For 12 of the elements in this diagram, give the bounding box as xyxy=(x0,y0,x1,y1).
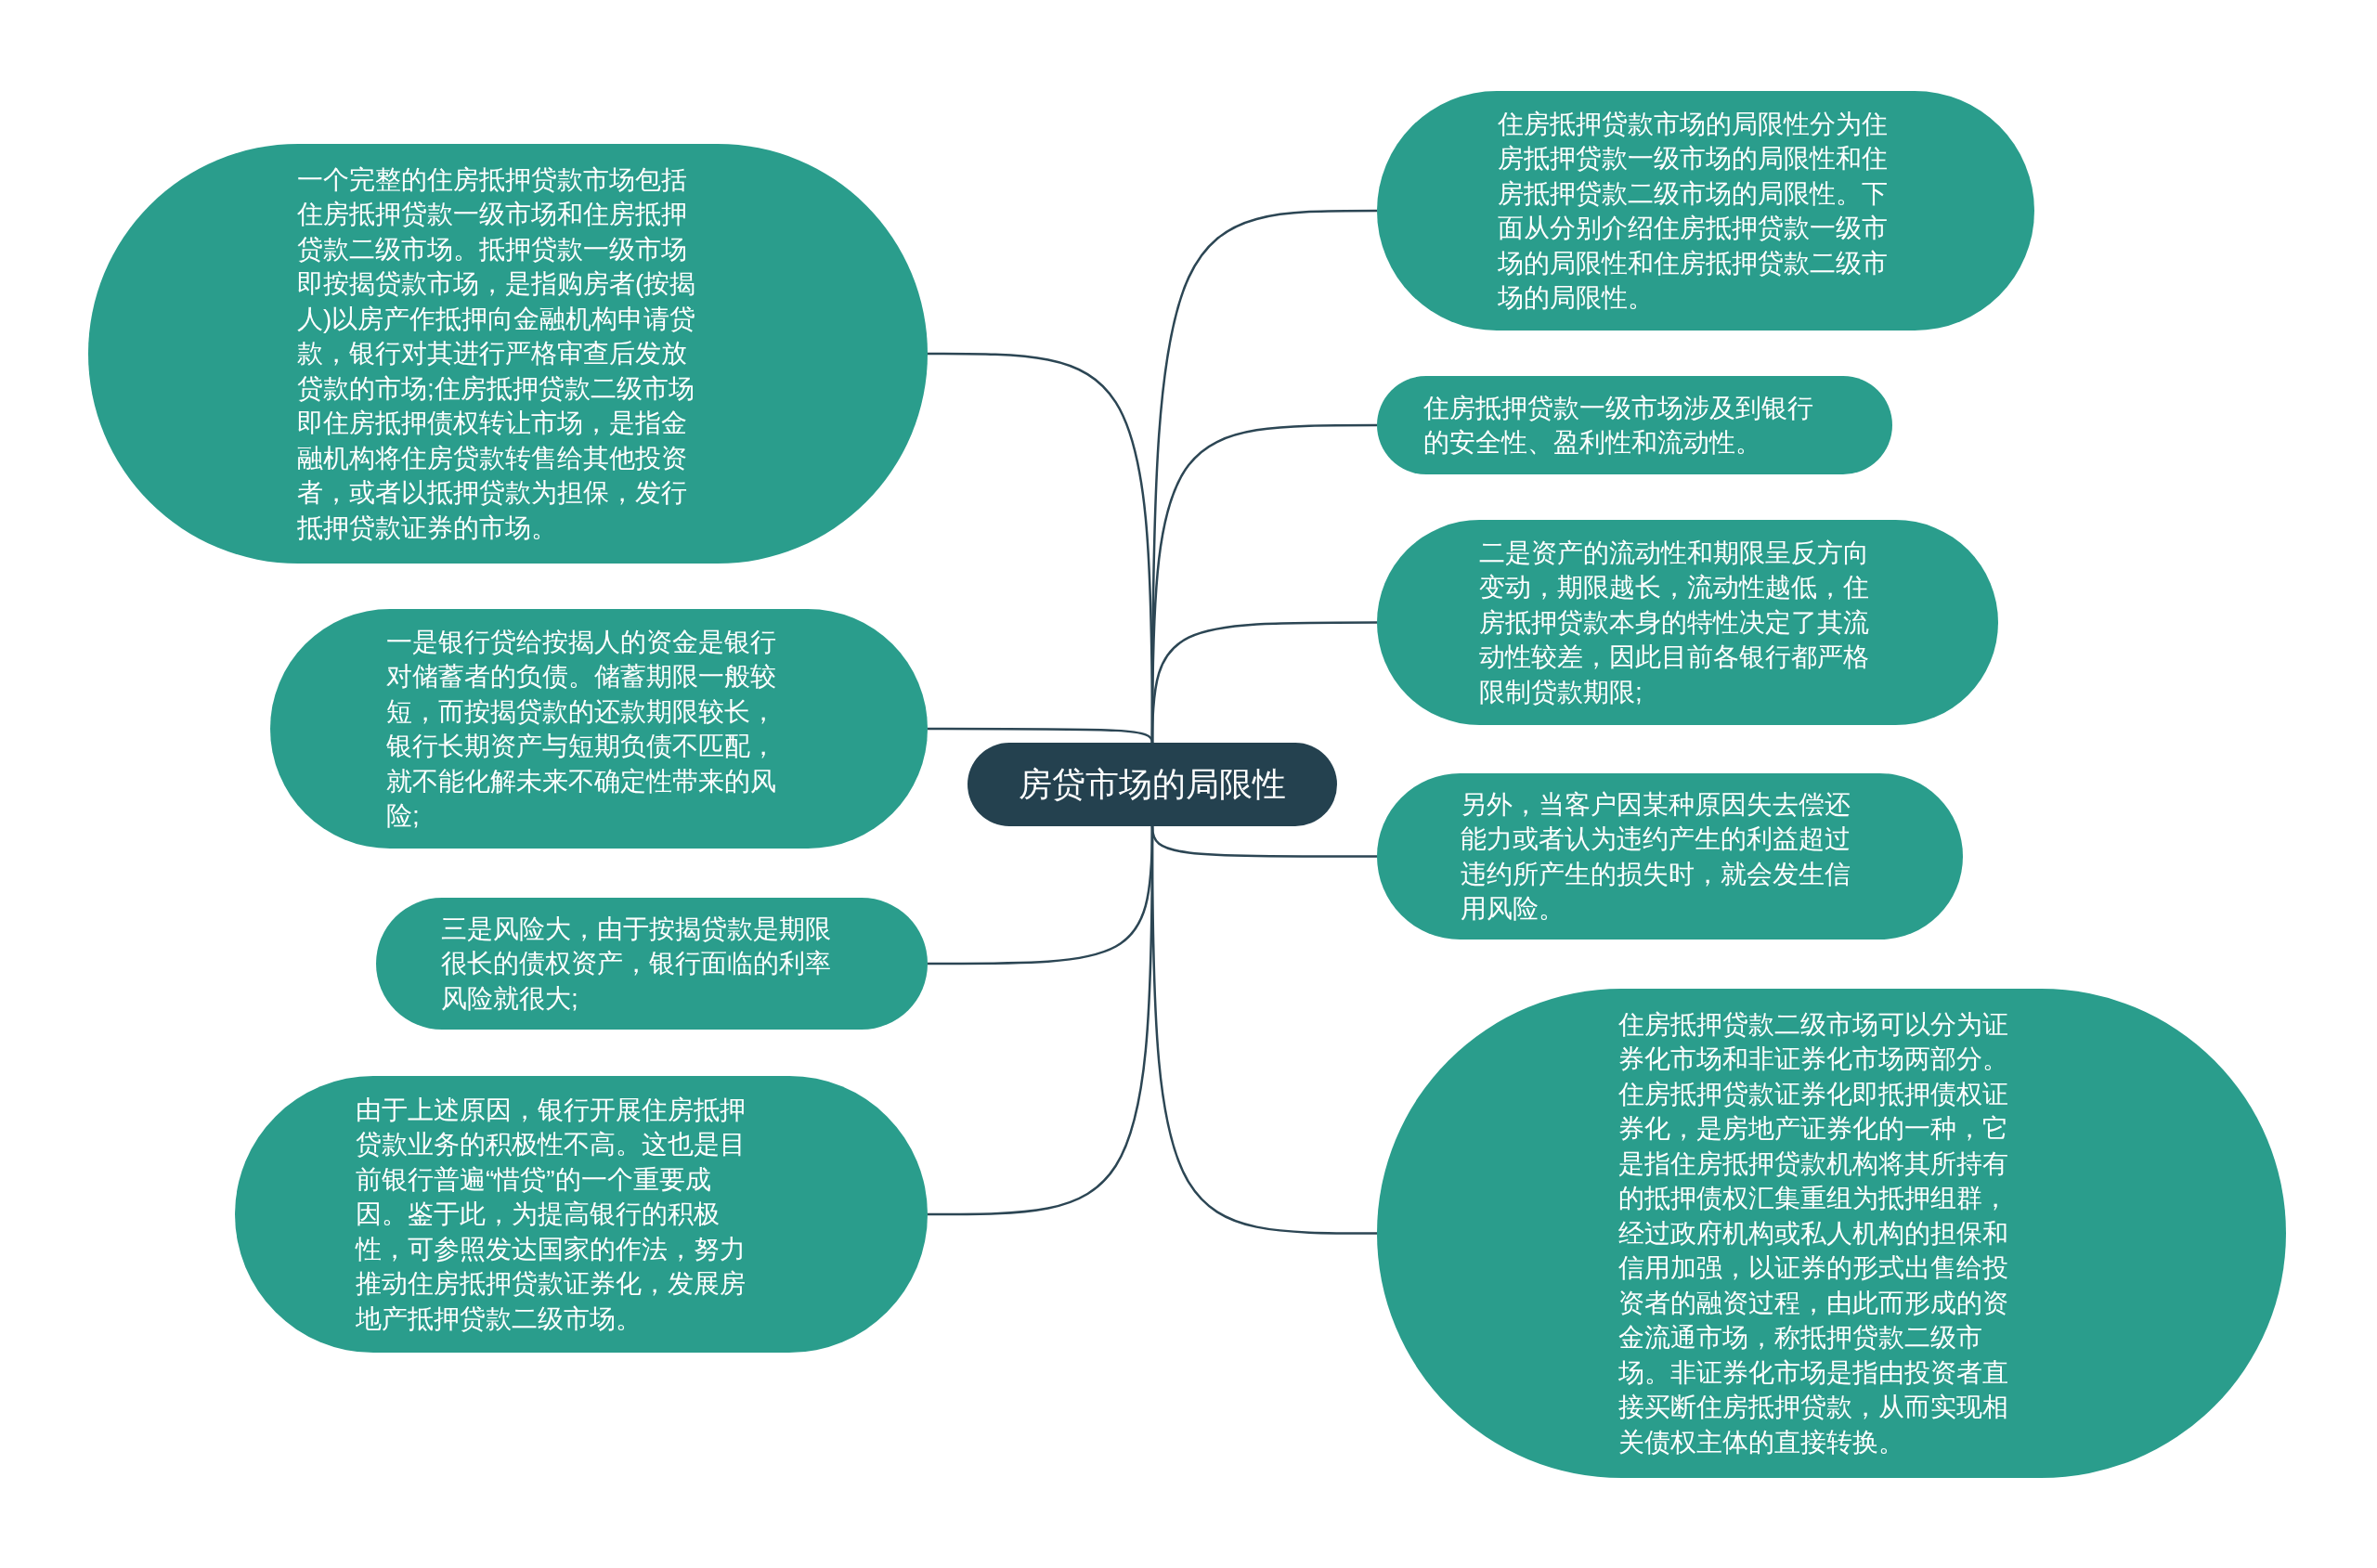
connector-line xyxy=(928,727,1154,744)
topic-text: 住房抵押贷款一级市场涉及到银行的安全性、盈利性和流动性。 xyxy=(1423,392,1814,459)
topic-text: 住房抵押贷款市场的局限性分为住房抵押贷款一级市场的局限性和住房抵押贷款二级市场的局限性。下面从分别介绍住房抵押贷款一级市场的局限性和住房抵押贷款二级市场的局限性。 xyxy=(1498,108,1889,314)
topic-text: 另外，当客户因某种原因失去偿还能力或者认为违约产生的利益超过违约所产生的损失时，就会发生信用风险。 xyxy=(1461,788,1851,925)
topic-title: 房贷市场的局限性 xyxy=(1019,764,1286,805)
topic-text: 二是资产的流动性和期限呈反方向变动，期限越长，流动性越低，住房抵押贷款本身的特性决定了其流动性较差，因此目前各银行都严格限制贷款期限; xyxy=(1479,537,1870,708)
connector-line xyxy=(928,826,1154,1216)
topic-text: 三是风险大，由于按揭贷款是期限很长的债权资产，银行面临的利率风险就很大; xyxy=(441,913,832,1015)
topic-text: 一是银行贷给按揭人的资金是银行对储蓄者的负债。储蓄期限一般较短，而按揭贷款的还款期限较长，银行长期资产与短期负债不匹配，就不能化解未来不确定性带来的风险; xyxy=(386,626,777,832)
topic-text: 由于上述原因，银行开展住房抵押贷款业务的积极性不高。这也是目前银行普遍“惜贷”的一个重要成因。鉴于此，为提高银行的积极性，可参照发达国家的作法，努力推动住房抵押贷款证券化，发展房地产抵押贷款二级市场。 xyxy=(356,1094,747,1335)
topic-text: 一个完整的住房抵押贷款市场包括住房抵押贷款一级市场和住房抵押贷款二级市场。抵押贷款一级市场即按揭贷款市场，是指购房者(按揭人)以房产作抵押向金融机构申请贷款，银行对其进行严格审查后发放贷款的市场;住房抵押贷款二级市场即住房抵押债权转让市场，是指金融机构将住房贷款转售给其他投资者，或者以抵押贷款为担保，发行抵押贷款证券的市场。 xyxy=(297,163,697,544)
topic-text: 住房抵押贷款二级市场可以分为证券化市场和非证券化市场两部分。住房抵押贷款证券化即抵押债权证券化，是房地产证券化的一种，它是指住房抵押贷款机构将其所持有的抵押债权汇集重组为抵押组群，经过政府机构或私人机构的担保和信用加强，以证券的形式出售给投资者的融资过程，由此而形成的资金流通市场，称抵押贷款二级市场。非证券化市场是指由投资者直接买断住房抵押贷款，从而实现相关债权主体的直接转换。 xyxy=(1618,1008,2009,1458)
